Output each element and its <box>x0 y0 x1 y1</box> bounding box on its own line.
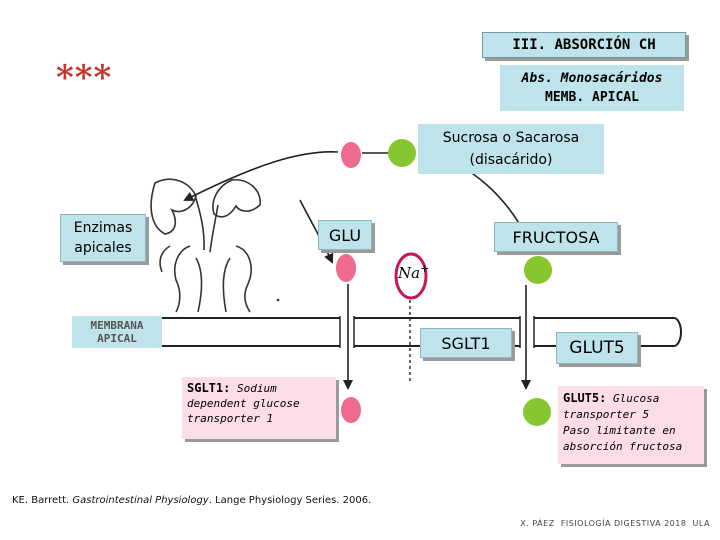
sucrose-glucose-unit <box>341 142 361 168</box>
glut5-label: GLUT5 <box>556 332 638 364</box>
fructosa-label: FRUCTOSA <box>494 222 618 252</box>
sglt1-note-desc2: dependent glucose <box>187 397 300 410</box>
absorbed-glucose <box>341 397 361 423</box>
sglt1-note: SGLT1: Sodium dependent glucose transpor… <box>182 377 336 439</box>
fructose-molecule <box>524 256 552 284</box>
glucose-molecule <box>336 254 356 282</box>
sucrose-line1: Sucrosa o Sacarosa <box>442 130 580 146</box>
citation-suffix: . Lange Physiology Series. 2006. <box>208 495 372 506</box>
subtitle-box: Abs. Monosacáridos MEMB. APICAL <box>500 65 684 111</box>
glut5-note-term: GLUT5: <box>563 391 607 405</box>
glut5-channel <box>520 316 534 348</box>
star-marks: *** <box>56 58 113 98</box>
enzyme-shapes <box>150 178 261 313</box>
citation-prefix: KE. Barrett. <box>12 495 73 506</box>
arrow-to-enzymes <box>183 151 339 201</box>
footer-credit: X. PÁEZ FISIOLOGÍA DIGESTIVA 2018 ULA <box>520 519 710 528</box>
glut5-note: GLUT5: Glucosa transporter 5 Paso limita… <box>558 386 704 464</box>
glut5-note-desc2: transporter 5 <box>563 408 650 421</box>
sucrose-line2: (disacárido) <box>469 152 553 168</box>
na-symbol-text: Na <box>398 264 421 282</box>
sglt1-channel <box>340 316 354 348</box>
na-symbol: Na+ <box>398 262 429 282</box>
glu-label: GLU <box>318 220 372 250</box>
membrane-line2: APICAL <box>97 332 137 345</box>
sglt1-text: SGLT1 <box>441 333 491 353</box>
sglt1-note-term: SGLT1: <box>187 381 231 395</box>
enzymes-label: Enzimas apicales <box>60 214 146 262</box>
enzymes-line1: Enzimas <box>73 220 133 236</box>
membrane-line1: MEMBRANA <box>90 319 144 332</box>
citation-book: Gastrointestinal Physiology <box>72 495 209 506</box>
glut5-note-desc4: absorción fructosa <box>563 440 683 453</box>
membrane-label: MEMBRANA APICAL <box>72 316 162 348</box>
sglt1-note-desc1: Sodium <box>236 382 277 395</box>
glu-text: GLU <box>328 225 362 245</box>
sucrose-label: Sucrosa o Sacarosa (disacárido) <box>418 124 604 174</box>
glut5-note-desc3: Paso limitante en <box>563 424 676 437</box>
sglt1-label: SGLT1 <box>420 328 512 358</box>
citation: KE. Barrett. Gastrointestinal Physiology… <box>12 495 371 506</box>
enzymes-line2: apicales <box>74 240 132 256</box>
na-ring <box>394 252 428 300</box>
subtitle-line1: Abs. Monosacáridos <box>521 71 663 86</box>
title-box: III. ABSORCIÓN CH <box>482 32 686 58</box>
absorbed-fructose <box>523 398 551 426</box>
arrow-to-glucose <box>299 199 334 264</box>
fructosa-text: FRUCTOSA <box>512 227 600 247</box>
glut5-note-desc1: Glucosa <box>612 392 660 405</box>
page-title: III. ABSORCIÓN CH <box>512 37 656 53</box>
na-plus-sign: + <box>420 262 430 275</box>
subtitle-line2: MEMB. APICAL <box>545 90 639 105</box>
glut5-text: GLUT5 <box>569 338 625 358</box>
sglt1-note-desc3: transporter 1 <box>187 412 274 425</box>
sucrose-fructose-unit <box>388 139 416 167</box>
